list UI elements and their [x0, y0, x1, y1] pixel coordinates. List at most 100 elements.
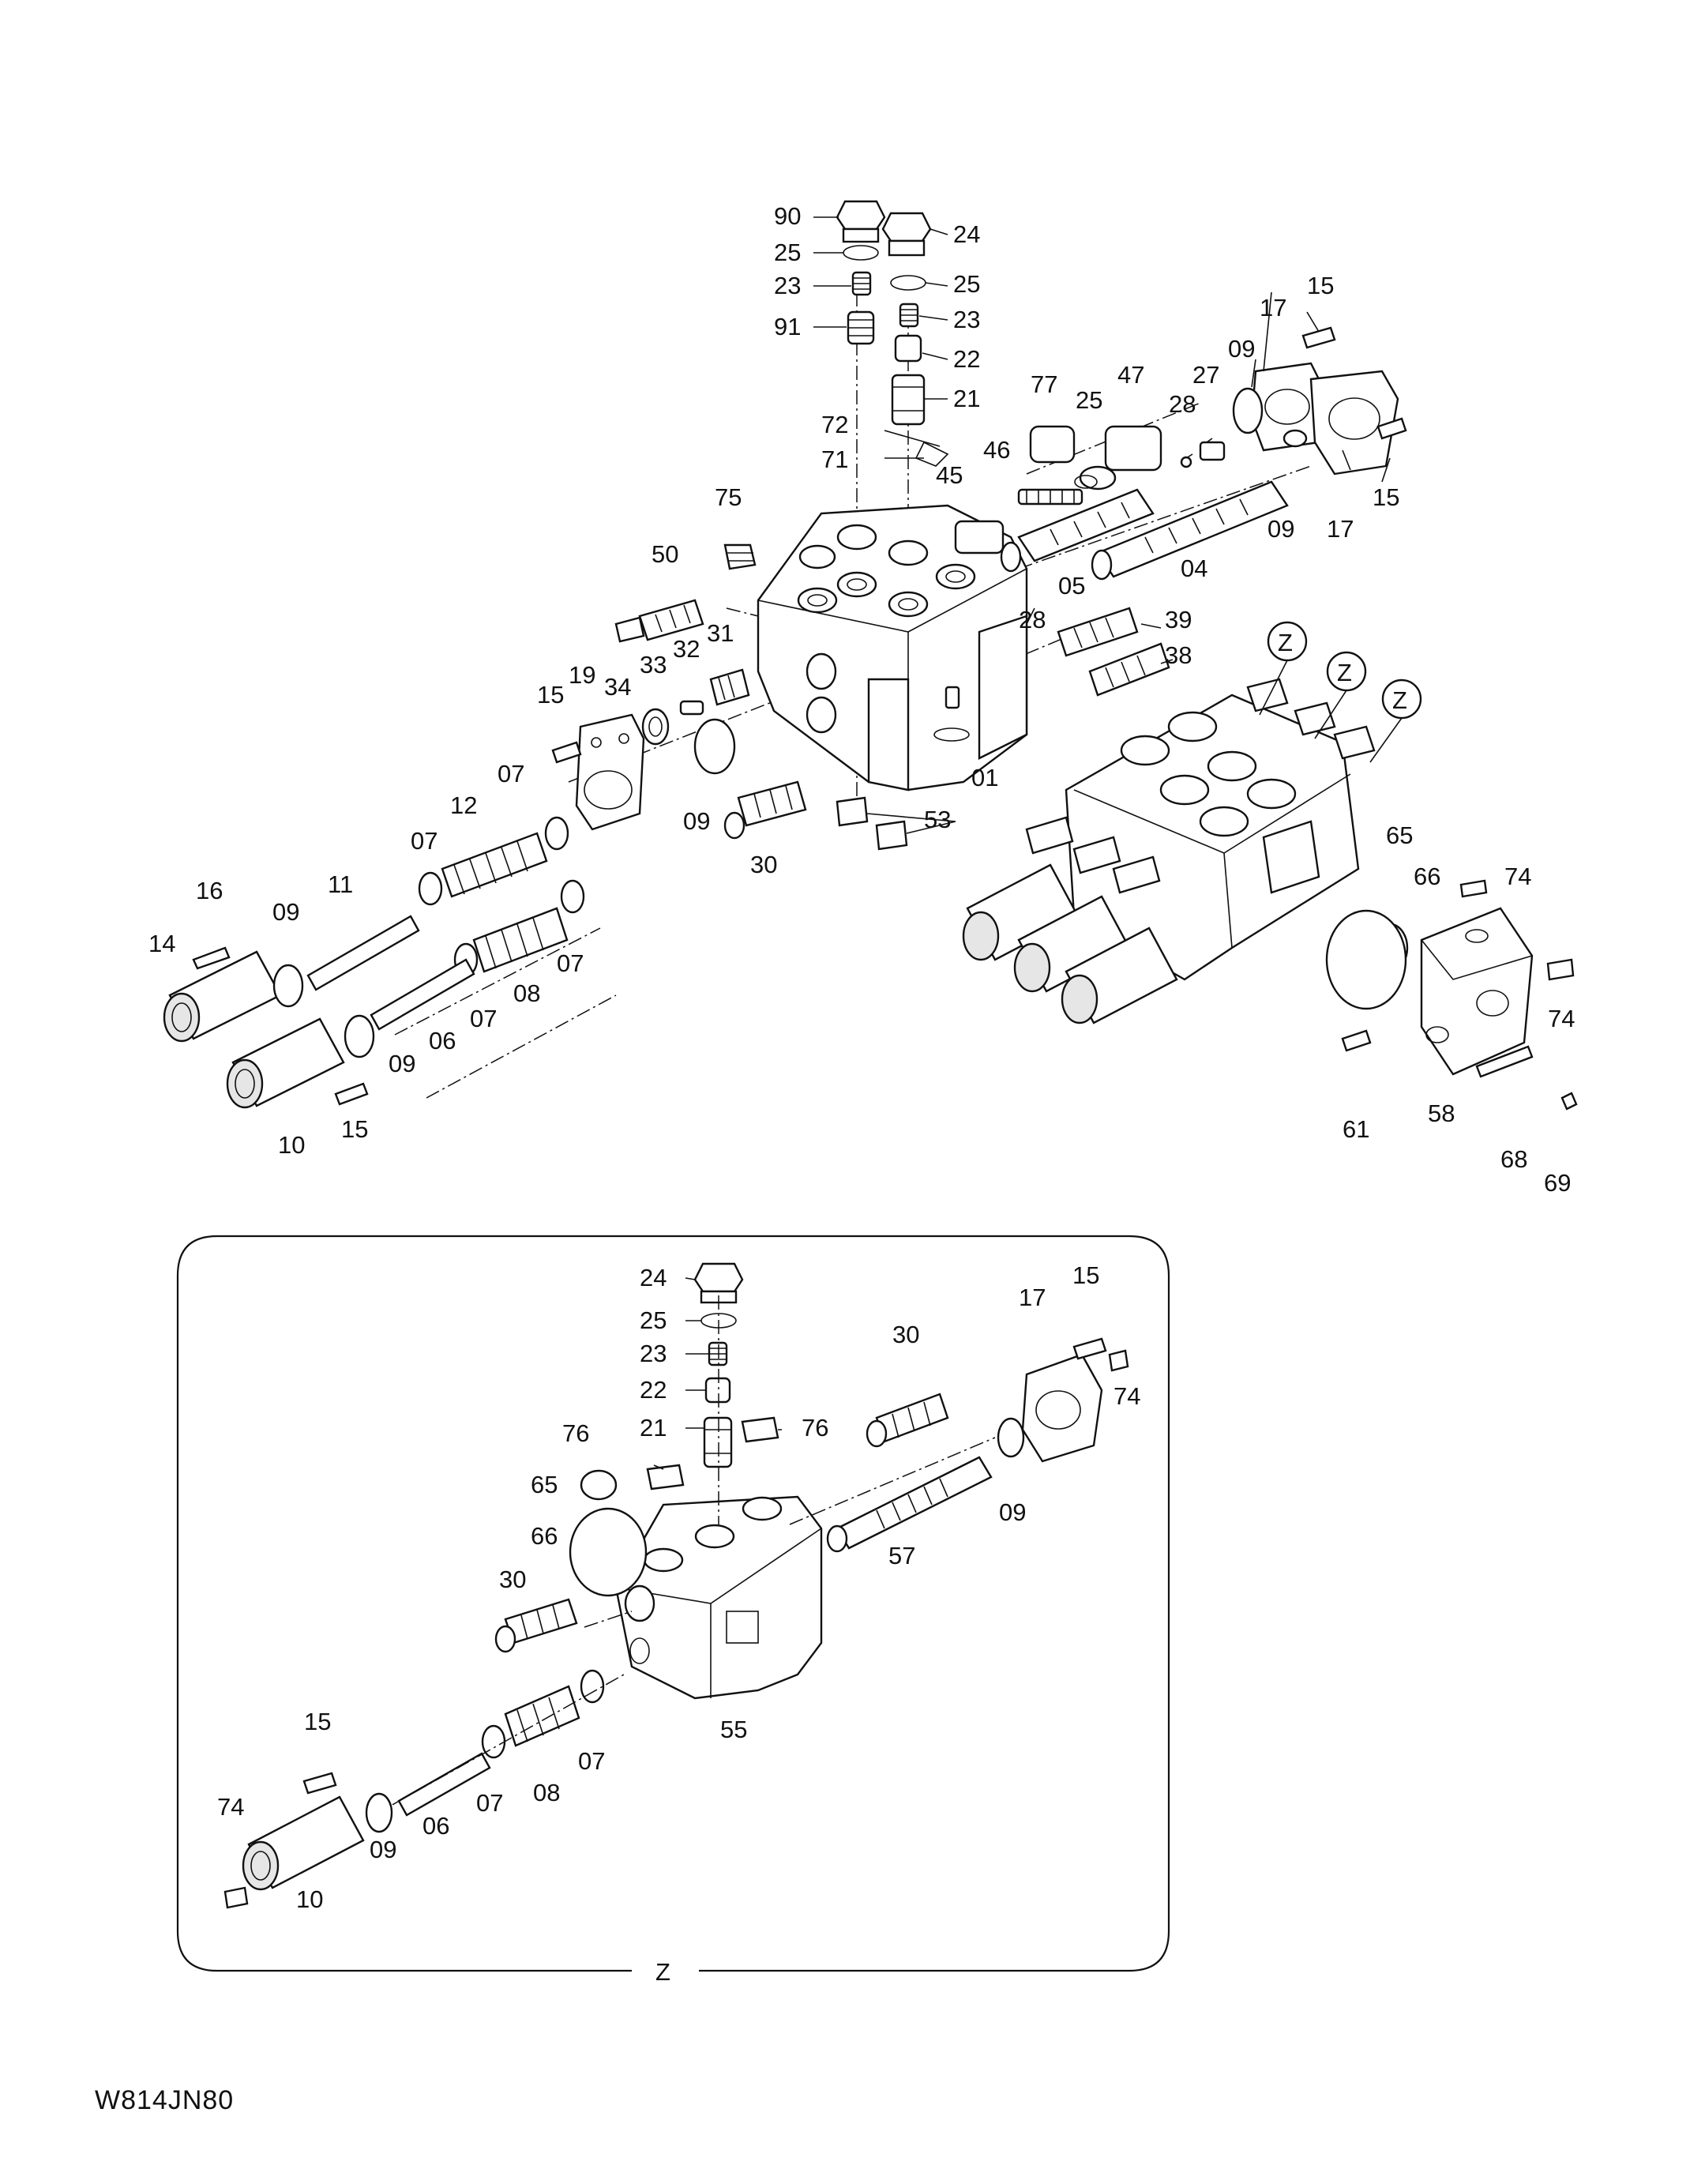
part-label: 30 — [750, 851, 777, 878]
part-label: 15 — [537, 681, 564, 709]
part-label: 08 — [533, 1779, 560, 1806]
washer-07-a — [544, 816, 569, 851]
washer-07-detail-a — [580, 1669, 605, 1704]
part-label: 04 — [1181, 554, 1207, 582]
o-ring-66 — [1325, 909, 1407, 1010]
part-label: 10 — [296, 1885, 323, 1913]
part-label: 76 — [802, 1414, 828, 1442]
part-label: 07 — [498, 760, 524, 788]
relief-valve-50 — [614, 599, 704, 643]
part-label: 28 — [1019, 606, 1046, 633]
spool-04-05 — [954, 425, 1289, 581]
part-label: 25 — [640, 1306, 667, 1334]
part-label: 27 — [1192, 361, 1219, 389]
part-label: 71 — [821, 445, 848, 473]
part-label: 07 — [476, 1789, 503, 1817]
part-label: 06 — [422, 1812, 449, 1840]
part-label: 58 — [1428, 1100, 1455, 1127]
flange-17-right — [1232, 326, 1407, 476]
part-label: 07 — [578, 1747, 605, 1775]
part-label: 09 — [1267, 515, 1294, 543]
part-label: 15 — [1307, 272, 1334, 299]
o-ring-09-center — [693, 718, 736, 775]
part-label: 25 — [774, 239, 801, 266]
o-ring-65-detail — [580, 1469, 618, 1501]
relief-valve-30-detail-top — [866, 1393, 949, 1448]
o-ring-66-detail — [569, 1507, 648, 1597]
part-label: 39 — [1165, 606, 1192, 633]
end-cover-58 — [1325, 879, 1578, 1111]
part-label: 16 — [196, 877, 223, 904]
part-label: 17 — [1019, 1284, 1046, 1311]
washer-07-d — [560, 879, 585, 914]
top-plug-stack-right — [881, 212, 949, 467]
part-label: 24 — [953, 220, 980, 248]
part-label: 11 — [328, 870, 353, 898]
part-label: 15 — [1072, 1261, 1099, 1289]
part-label: 22 — [953, 345, 980, 373]
part-label: 05 — [1058, 572, 1085, 600]
cap-14 — [163, 946, 304, 1043]
part-label: 19 — [569, 661, 595, 689]
assembled-valve-view — [962, 678, 1376, 1024]
part-label: 46 — [983, 436, 1010, 464]
part-label: 09 — [370, 1836, 396, 1863]
plug-24-detail — [693, 1262, 744, 1293]
spool-11 — [306, 915, 420, 991]
part-label: 65 — [531, 1471, 558, 1498]
part-label: 09 — [999, 1498, 1026, 1526]
part-label: 09 — [1228, 335, 1255, 363]
plug-76-left — [646, 1464, 685, 1490]
part-label: 30 — [892, 1321, 919, 1348]
diagram-code: W814JN80 — [95, 2085, 235, 2115]
part-label: 61 — [1343, 1115, 1369, 1143]
part-label: 07 — [557, 949, 584, 977]
part-label: 30 — [499, 1566, 526, 1593]
part-label: 47 — [1117, 361, 1144, 389]
part-label: 50 — [652, 540, 678, 568]
z-callout-markers — [1259, 621, 1422, 763]
part-label: 74 — [1548, 1005, 1575, 1032]
check-valve-31-34 — [641, 668, 750, 746]
washer-07-b — [418, 871, 443, 906]
part-label: 09 — [272, 898, 299, 926]
part-label: 55 — [720, 1716, 747, 1743]
part-label: 65 — [1386, 821, 1413, 849]
z-marker-label: Z — [1392, 686, 1407, 714]
part-label: 23 — [774, 272, 801, 299]
part-label: 15 — [341, 1115, 368, 1143]
part-label: 07 — [411, 827, 438, 855]
cap-10 — [226, 1014, 375, 1109]
part-label: 21 — [640, 1414, 667, 1442]
part-label: 09 — [389, 1050, 415, 1077]
part-label: 38 — [1165, 641, 1192, 669]
part-label: 66 — [531, 1522, 558, 1550]
plugs-53 — [836, 796, 908, 851]
part-label: 06 — [429, 1027, 456, 1054]
spring-08 — [472, 907, 569, 973]
part-label: 01 — [971, 764, 998, 791]
part-label: 23 — [640, 1340, 667, 1367]
detail-z-view — [176, 1235, 1170, 1972]
spring-08-detail — [504, 1685, 580, 1747]
part-label: 24 — [640, 1264, 667, 1291]
part-label: 09 — [683, 807, 710, 835]
spool-06-detail — [397, 1752, 491, 1817]
part-label: 33 — [640, 651, 667, 679]
part-label: 74 — [217, 1793, 244, 1821]
spool-06 — [370, 958, 475, 1031]
part-label: 34 — [604, 673, 631, 701]
relief-valves-38-39 — [1057, 607, 1170, 697]
part-label: 74 — [1114, 1382, 1140, 1410]
part-label: 17 — [1327, 515, 1354, 543]
part-label: 77 — [1031, 370, 1057, 398]
part-label: 07 — [470, 1005, 497, 1032]
section-body-55 — [614, 1495, 823, 1700]
part-label: 21 — [953, 385, 980, 412]
part-label: 28 — [1169, 390, 1196, 418]
z-marker-label: Z — [1337, 659, 1352, 686]
part-label: 57 — [888, 1542, 915, 1569]
part-label: 15 — [304, 1708, 331, 1735]
